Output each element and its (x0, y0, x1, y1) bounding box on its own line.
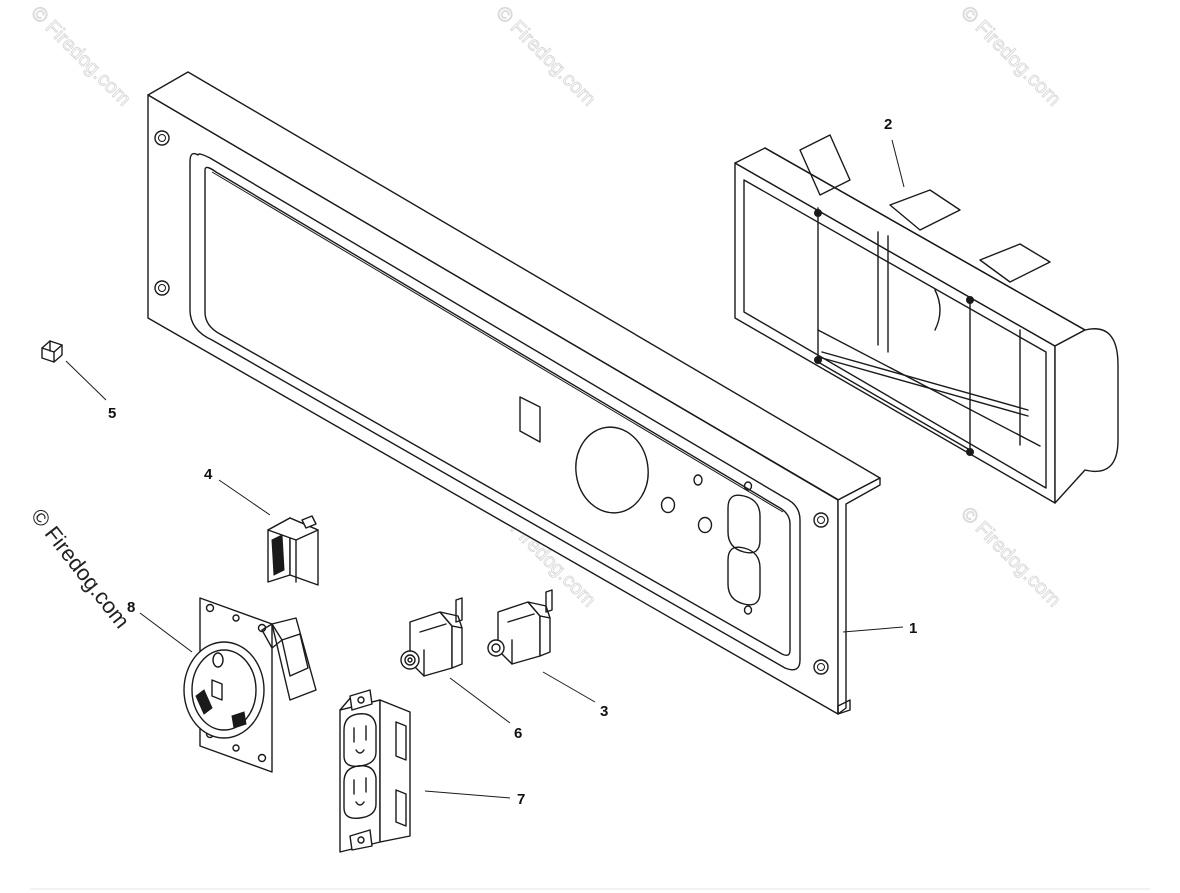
callout-5: 5 (108, 405, 116, 422)
leader-7 (424, 790, 511, 799)
watermark: © Firedog.com (26, 2, 135, 111)
callout-2: 2 (884, 116, 892, 133)
leader-5 (65, 360, 107, 401)
leader-1 (842, 626, 904, 633)
callout-labels: 1 2 3 4 5 6 7 8 (108, 116, 917, 808)
twist-lock-receptacle-part-8 (183, 597, 317, 773)
watermark: © Firedog.com (491, 2, 600, 111)
side-watermark: © Firedog.com (26, 504, 135, 633)
leader-6 (449, 677, 511, 724)
callout-4: 4 (204, 466, 213, 483)
leader-4 (218, 479, 271, 516)
callout-6: 6 (514, 725, 522, 742)
callout-1: 1 (909, 620, 917, 637)
faceplate-part-1 (147, 71, 881, 715)
watermark: © Firedog.com (956, 2, 1065, 111)
bolt-part-5 (41, 340, 63, 363)
leader-8 (139, 612, 193, 653)
callout-8: 8 (127, 599, 135, 616)
rocker-switch-part-4 (267, 515, 319, 586)
callout-7: 7 (517, 791, 525, 808)
duplex-receptacle-part-7 (339, 689, 411, 853)
leader-3 (542, 671, 596, 703)
watermark: © Firedog.com (956, 503, 1065, 612)
breaker-part-3 (487, 589, 553, 665)
leader-2 (891, 139, 905, 188)
backbox-part-2 (734, 134, 1119, 504)
leader-lines (65, 139, 905, 799)
breaker-part-6 (400, 597, 463, 677)
callout-3: 3 (600, 703, 608, 720)
